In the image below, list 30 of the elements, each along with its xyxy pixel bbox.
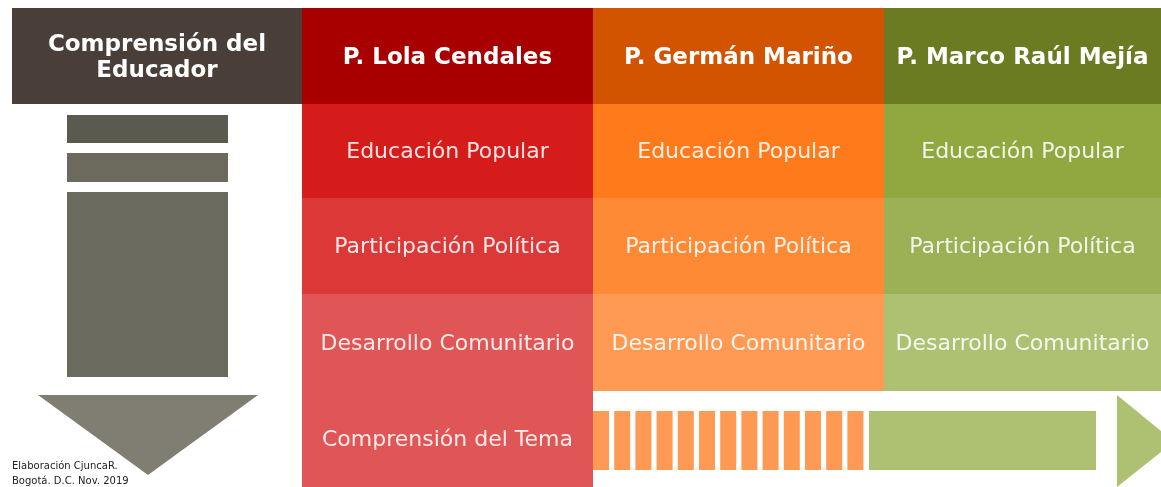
topic-text: Desarrollo Comunitario (895, 329, 1150, 356)
topic-text: Educación Popular (637, 138, 840, 164)
topic-cell (884, 294, 1161, 391)
credit-note: Bogotá. D.C. Nov. 2019 (12, 475, 129, 486)
header-text: P. Marco Raúl Mejía (896, 42, 1149, 70)
topic-text: Educación Popular (921, 138, 1124, 164)
topic-text: Participación Política (625, 233, 852, 259)
topic-cell (884, 198, 1161, 294)
topic-cell (593, 294, 884, 391)
header-cell (302, 8, 593, 104)
header-cell (593, 8, 884, 104)
topic-cell (593, 104, 884, 198)
topic-cell (302, 104, 593, 198)
header-text: P. Lola Cendales (342, 42, 553, 70)
header-cell (884, 8, 1161, 104)
topic-cell (884, 104, 1161, 198)
topic-cell (302, 198, 593, 294)
topic-text: Desarrollo Comunitario (611, 329, 866, 356)
credit-note: Elaboración CjuncaR. (12, 460, 118, 471)
topic-cell (302, 391, 593, 487)
topic-text: Comprensión del Tema (322, 426, 573, 452)
topic-cell (593, 198, 884, 294)
topic-cell (302, 294, 593, 391)
topic-text: Participación Política (909, 233, 1136, 259)
topic-text: Educación Popular (346, 138, 549, 164)
topic-text: Participación Política (334, 233, 561, 259)
header-text: Comprensión del Educador (46, 29, 268, 83)
header-cell (12, 8, 302, 104)
header-text: P. Germán Mariño (624, 42, 853, 70)
topic-text: Desarrollo Comunitario (320, 329, 575, 356)
